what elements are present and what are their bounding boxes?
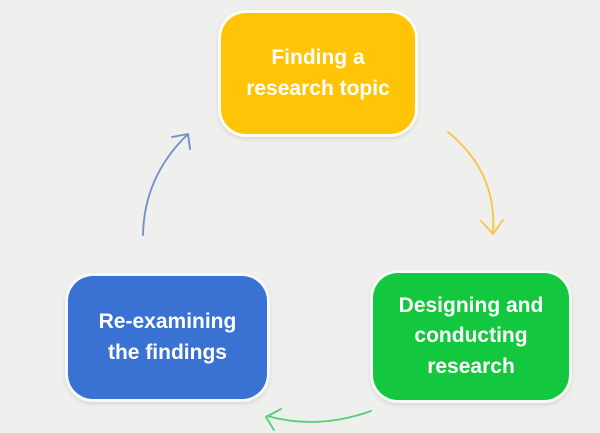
- arrow-head-icon: [265, 408, 282, 431]
- node-reexamining-the-findings: Re-examining the findings: [65, 273, 270, 402]
- node-finding-research-topic: Finding a research topic: [218, 10, 418, 137]
- arrow-head-icon: [171, 133, 191, 150]
- arrow-curve: [142, 134, 188, 236]
- curved-arrow-finding-to-designing: [447, 131, 504, 235]
- node-designing-conducting-research: Designing and conducting research: [370, 270, 572, 403]
- node-label: Finding a research topic: [246, 46, 390, 100]
- arrow-head-icon: [480, 219, 504, 235]
- curved-arrow-designing-to-reexamining: [265, 408, 372, 431]
- arrow-curve: [266, 410, 372, 423]
- arrow-curve: [447, 131, 495, 233]
- node-label: Designing and conducting research: [398, 293, 544, 378]
- node-label: Re-examining the findings: [98, 310, 237, 364]
- curved-arrow-reexamining-to-finding: [142, 133, 191, 236]
